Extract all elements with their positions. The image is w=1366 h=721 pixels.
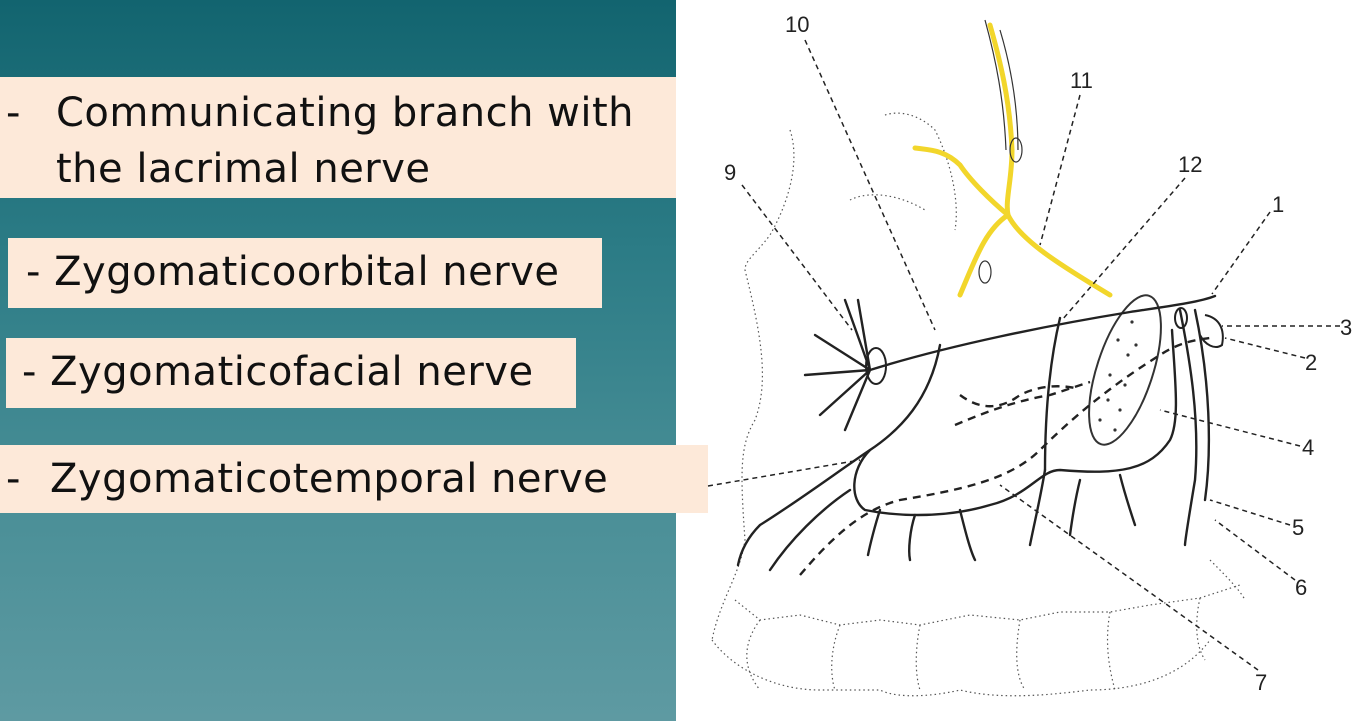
callout-10: 10 [785, 12, 809, 37]
leader-lines [707, 39, 1340, 671]
callout-4: 4 [1302, 435, 1314, 460]
label-text: Communicating branch with the lacrimal n… [56, 90, 635, 192]
callout-9: 9 [724, 160, 736, 185]
label-dash: - [6, 456, 21, 502]
label-zygomaticofacial: - Zygomaticofacial nerve [6, 338, 576, 408]
callout-labels: 1 2 3 4 5 6 7 9 10 11 12 [724, 12, 1352, 695]
callout-12: 12 [1178, 152, 1202, 177]
foramen [865, 307, 1224, 385]
callout-11: 11 [1070, 68, 1093, 93]
callout-3: 3 [1340, 315, 1352, 340]
highlighted-nerve-outline [978, 19, 1023, 284]
skull-outline [711, 112, 1246, 697]
callout-6: 6 [1295, 575, 1307, 600]
nerves [736, 294, 1217, 572]
label-dash: - [6, 90, 21, 136]
label-text: - Zygomaticoorbital nerve [26, 249, 560, 295]
label-zygomaticoorbital: - Zygomaticoorbital nerve [8, 238, 602, 308]
callout-2: 2 [1305, 350, 1317, 375]
sinus-dots [1098, 320, 1138, 432]
callout-7: 7 [1255, 670, 1267, 695]
highlighted-nerve [912, 22, 1113, 298]
nerve-diagram: 1 2 3 4 5 6 7 9 10 11 12 [707, 12, 1352, 697]
label-text: Zygomaticotemporal nerve [50, 456, 609, 502]
dashed-nerves [799, 336, 1211, 576]
callout-5: 5 [1292, 515, 1304, 540]
label-communicating-branch: - Communicating branch with the lacrimal… [0, 77, 676, 198]
label-text: - Zygomaticofacial nerve [22, 349, 534, 395]
label-zygomaticotemporal: - Zygomaticotemporal nerve [0, 445, 708, 513]
sinus [1088, 294, 1162, 446]
callout-1: 1 [1272, 192, 1284, 217]
